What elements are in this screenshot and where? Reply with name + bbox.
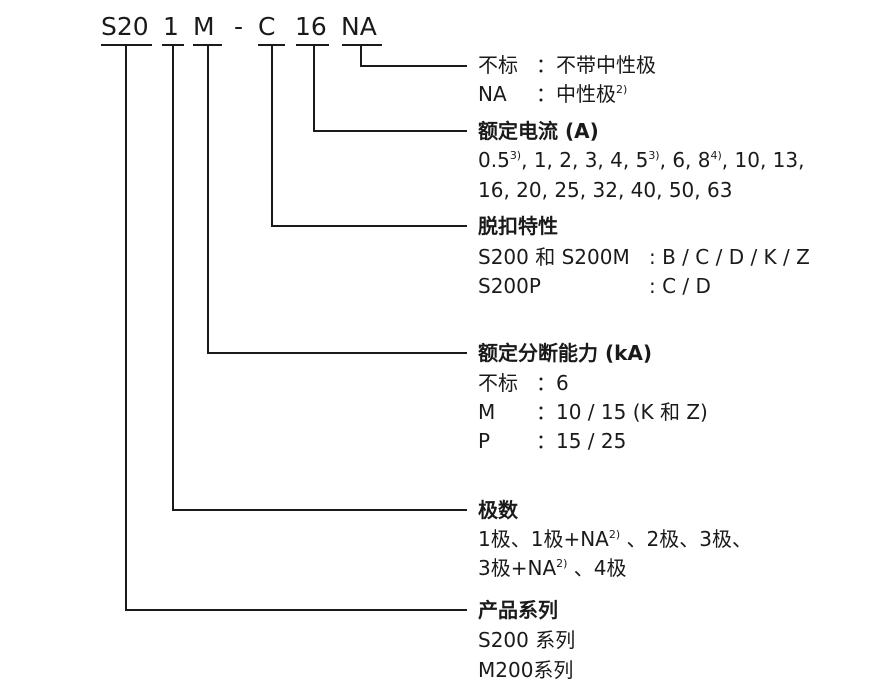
capacity-row-3-key: P (478, 429, 491, 453)
code-neutral: NA (341, 12, 377, 41)
current-footnote: 3) (509, 149, 522, 162)
current-line-1: 0.53), 1, 2, 3, 4, 53), 6, 84), 10, 13, (478, 147, 804, 173)
poles-text: 、2极、3极、 (620, 527, 752, 551)
connector-series (125, 45, 467, 611)
series-line-1: S200 系列 (478, 628, 576, 652)
poles-text: 、4极 (567, 556, 627, 580)
poles-title: 极数 (478, 498, 518, 522)
poles-footnote: 2) (608, 528, 621, 541)
poles-line-1: 1极、1极+NA2) 、2极、3极、 (478, 526, 752, 552)
code-capacity: M (193, 12, 215, 41)
neutral-row-1-value: ：不带中性极 (536, 53, 656, 77)
capacity-row-3: P ：15 / 25 (478, 428, 626, 454)
neutral-row-2-footnote: 2) (616, 83, 628, 96)
capacity-row-2-key: M (478, 400, 496, 424)
capacity-row-1: 不标 ：6 (478, 370, 569, 396)
current-title: 额定电流 (A) (478, 119, 599, 143)
series-title: 产品系列 (478, 598, 558, 622)
connector-current (313, 45, 467, 132)
neutral-row-2-key: NA (478, 82, 507, 106)
curve-row-2: S200P : C / D (478, 273, 711, 299)
curve-row-1-value: : B / C / D / K / Z (649, 245, 810, 269)
connector-poles (172, 45, 467, 511)
connector-capacity (207, 45, 467, 354)
code-series: S20 (101, 12, 149, 41)
code-dash: - (234, 12, 244, 41)
curve-row-1-key: S200 和 S200M (478, 245, 630, 269)
neutral-row-2-value: ：中性极 (536, 82, 616, 106)
neutral-row-2: NA ：中性极2) (478, 81, 627, 107)
poles-text: 1极、1极+NA (478, 527, 609, 551)
current-value-text: , 1, 2, 3, 4, 5 (521, 148, 649, 172)
current-footnote: 4) (710, 149, 722, 162)
capacity-row-1-key: 不标 (478, 371, 518, 395)
current-footnote: 3) (648, 149, 660, 162)
capacity-title: 额定分断能力 (kA) (478, 341, 653, 365)
current-value-text: , 6, 8 (659, 148, 711, 172)
series-line-2: M200系列 (478, 658, 574, 682)
code-current: 16 (295, 12, 327, 41)
capacity-row-3-value: ：15 / 25 (536, 429, 627, 453)
capacity-row-2-value: ：10 / 15 (K 和 Z) (536, 400, 708, 424)
current-line-2: 16, 20, 25, 32, 40, 50, 63 (478, 178, 733, 202)
curve-row-2-value: : C / D (649, 274, 711, 298)
code-poles: 1 (163, 12, 179, 41)
curve-row-2-key: S200P (478, 274, 541, 298)
curve-row-1: S200 和 S200M : B / C / D / K / Z (478, 244, 810, 270)
poles-text: 3极+NA (478, 556, 557, 580)
current-value-text: , 10, 13, (721, 148, 805, 172)
neutral-row-1-key: 不标 (478, 53, 518, 77)
connector-neutral (360, 45, 467, 67)
curve-title: 脱扣特性 (478, 214, 558, 238)
capacity-row-1-value: ：6 (536, 371, 569, 395)
neutral-row-1: 不标 ：不带中性极 (478, 52, 656, 78)
current-value-text: 0.5 (478, 148, 510, 172)
poles-line-2: 3极+NA2) 、4极 (478, 555, 627, 581)
poles-footnote: 2) (556, 557, 568, 570)
capacity-row-2: M ：10 / 15 (K 和 Z) (478, 399, 708, 425)
connector-curve (271, 45, 467, 227)
code-curve: C (258, 12, 276, 41)
